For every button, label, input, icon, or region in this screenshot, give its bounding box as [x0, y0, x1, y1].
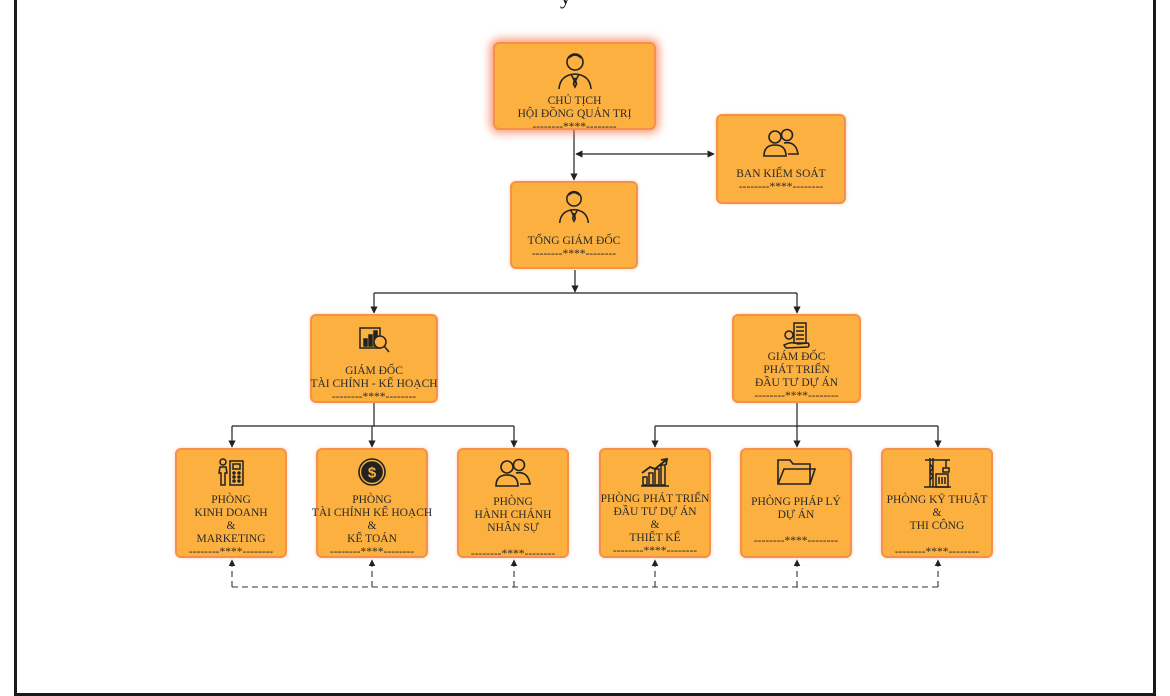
sales-marketing-node[interactable]: PHÒNG KINH DOANH & MARKETING --------***… — [175, 448, 287, 558]
group-icon — [762, 128, 800, 158]
legal-line-2: DỰ ÁN — [777, 509, 815, 521]
ceo-line-2: --------****-------- — [531, 248, 617, 260]
legal-line-1: PHÒNG PHÁP LÝ — [751, 496, 841, 508]
finance-line-1: PHÒNG — [352, 494, 392, 506]
cfo-line-2: TÀI CHÍNH - KẾ HOẠCH — [310, 378, 438, 390]
group-icon — [494, 458, 532, 488]
development-line-3: & — [650, 519, 660, 531]
connector-lines — [228, 130, 942, 588]
folder-icon — [776, 456, 816, 488]
investment-line-4: --------****-------- — [754, 390, 839, 402]
hr-line-3: NHÂN SỰ — [487, 522, 539, 534]
calculator-icon — [217, 457, 245, 487]
finance-line-5: --------****-------- — [329, 546, 415, 558]
chairman-line-2: HỘI ĐỒNG QUẢN TRỊ — [517, 108, 632, 120]
supervisory-line-1: BAN KIỂM SOÁT — [736, 168, 826, 180]
technical-line-1: PHÒNG KỸ THUẬT — [886, 494, 988, 506]
sales-line-4: MARKETING — [196, 533, 266, 545]
sales-line-3: & — [226, 520, 236, 532]
sales-line-5: --------****-------- — [188, 546, 274, 558]
supervisory-line-2: --------****-------- — [738, 181, 824, 193]
investment-line-2: PHÁT TRIỂN — [763, 364, 830, 376]
building-icon — [782, 321, 812, 349]
finance-line-2: TÀI CHÍNH KẾ HOẠCH — [311, 507, 433, 519]
hr-line-4: --------****-------- — [470, 548, 556, 560]
cfo-node[interactable]: GIÁM ĐỐC TÀI CHÍNH - KẾ HOẠCH --------**… — [310, 314, 438, 403]
development-line-1: PHÒNG PHÁT TRIỂN — [600, 493, 710, 505]
sales-line-2: KINH DOANH — [194, 507, 268, 519]
hr-admin-node[interactable]: PHÒNG HÀNH CHÁNH NHÂN SỰ --------****---… — [457, 448, 569, 560]
sales-line-1: PHÒNG — [211, 494, 251, 506]
development-design-node[interactable]: PHÒNG PHÁT TRIỂN ĐẦU TƯ DỰ ÁN & THIẾT KẾ… — [599, 448, 711, 558]
title-fragment: y — [560, 0, 571, 10]
ceo-line-1: TỔNG GIÁM ĐỐC — [527, 235, 621, 247]
analytics-icon — [358, 322, 390, 354]
growth-chart-icon — [640, 457, 670, 487]
development-line-2: ĐẦU TƯ DỰ ÁN — [613, 506, 697, 518]
finance-line-4: KẾ TOÁN — [347, 533, 397, 545]
supervisory-node[interactable]: BAN KIỂM SOÁT --------****-------- — [716, 114, 846, 204]
hr-line-2: HÀNH CHÁNH — [474, 509, 552, 521]
investment-line-3: ĐẦU TƯ DỰ ÁN — [754, 377, 839, 389]
businessman-icon — [556, 50, 594, 90]
crane-icon — [922, 456, 952, 488]
technical-line-3: THI CÔNG — [909, 520, 965, 532]
technical-line-4: --------****-------- — [894, 546, 980, 558]
businessman-icon — [557, 188, 591, 224]
finance-line-3: & — [367, 520, 377, 532]
chairman-line-1: CHỦ TỊCH — [547, 95, 602, 107]
technical-line-2: & — [932, 507, 942, 519]
investment-director-node[interactable]: GIÁM ĐỐC PHÁT TRIỂN ĐẦU TƯ DỰ ÁN -------… — [732, 314, 861, 403]
chairman-line-3: --------****-------- — [532, 121, 617, 133]
cfo-line-3: --------****-------- — [331, 391, 417, 403]
technical-construction-node[interactable]: PHÒNG KỸ THUẬT & THI CÔNG --------****--… — [881, 448, 993, 558]
hr-line-1: PHÒNG — [493, 496, 533, 508]
legal-node[interactable]: PHÒNG PHÁP LÝ DỰ ÁN --------****-------- — [740, 448, 852, 558]
finance-accounting-node[interactable]: $ PHÒNG TÀI CHÍNH KẾ HOẠCH & KẾ TOÁN ---… — [312, 448, 432, 558]
dollar-icon: $ — [357, 457, 387, 487]
development-line-5: --------****-------- — [612, 545, 698, 557]
ceo-node[interactable]: TỔNG GIÁM ĐỐC --------****-------- — [510, 181, 638, 269]
legal-line-3: --------****-------- — [753, 535, 839, 547]
svg-text:$: $ — [368, 465, 377, 482]
investment-line-1: GIÁM ĐỐC — [767, 351, 826, 363]
chairman-node[interactable]: CHỦ TỊCH HỘI ĐỒNG QUẢN TRỊ --------****-… — [493, 42, 656, 133]
cfo-line-1: GIÁM ĐỐC — [345, 365, 403, 377]
development-line-4: THIẾT KẾ — [629, 532, 681, 544]
